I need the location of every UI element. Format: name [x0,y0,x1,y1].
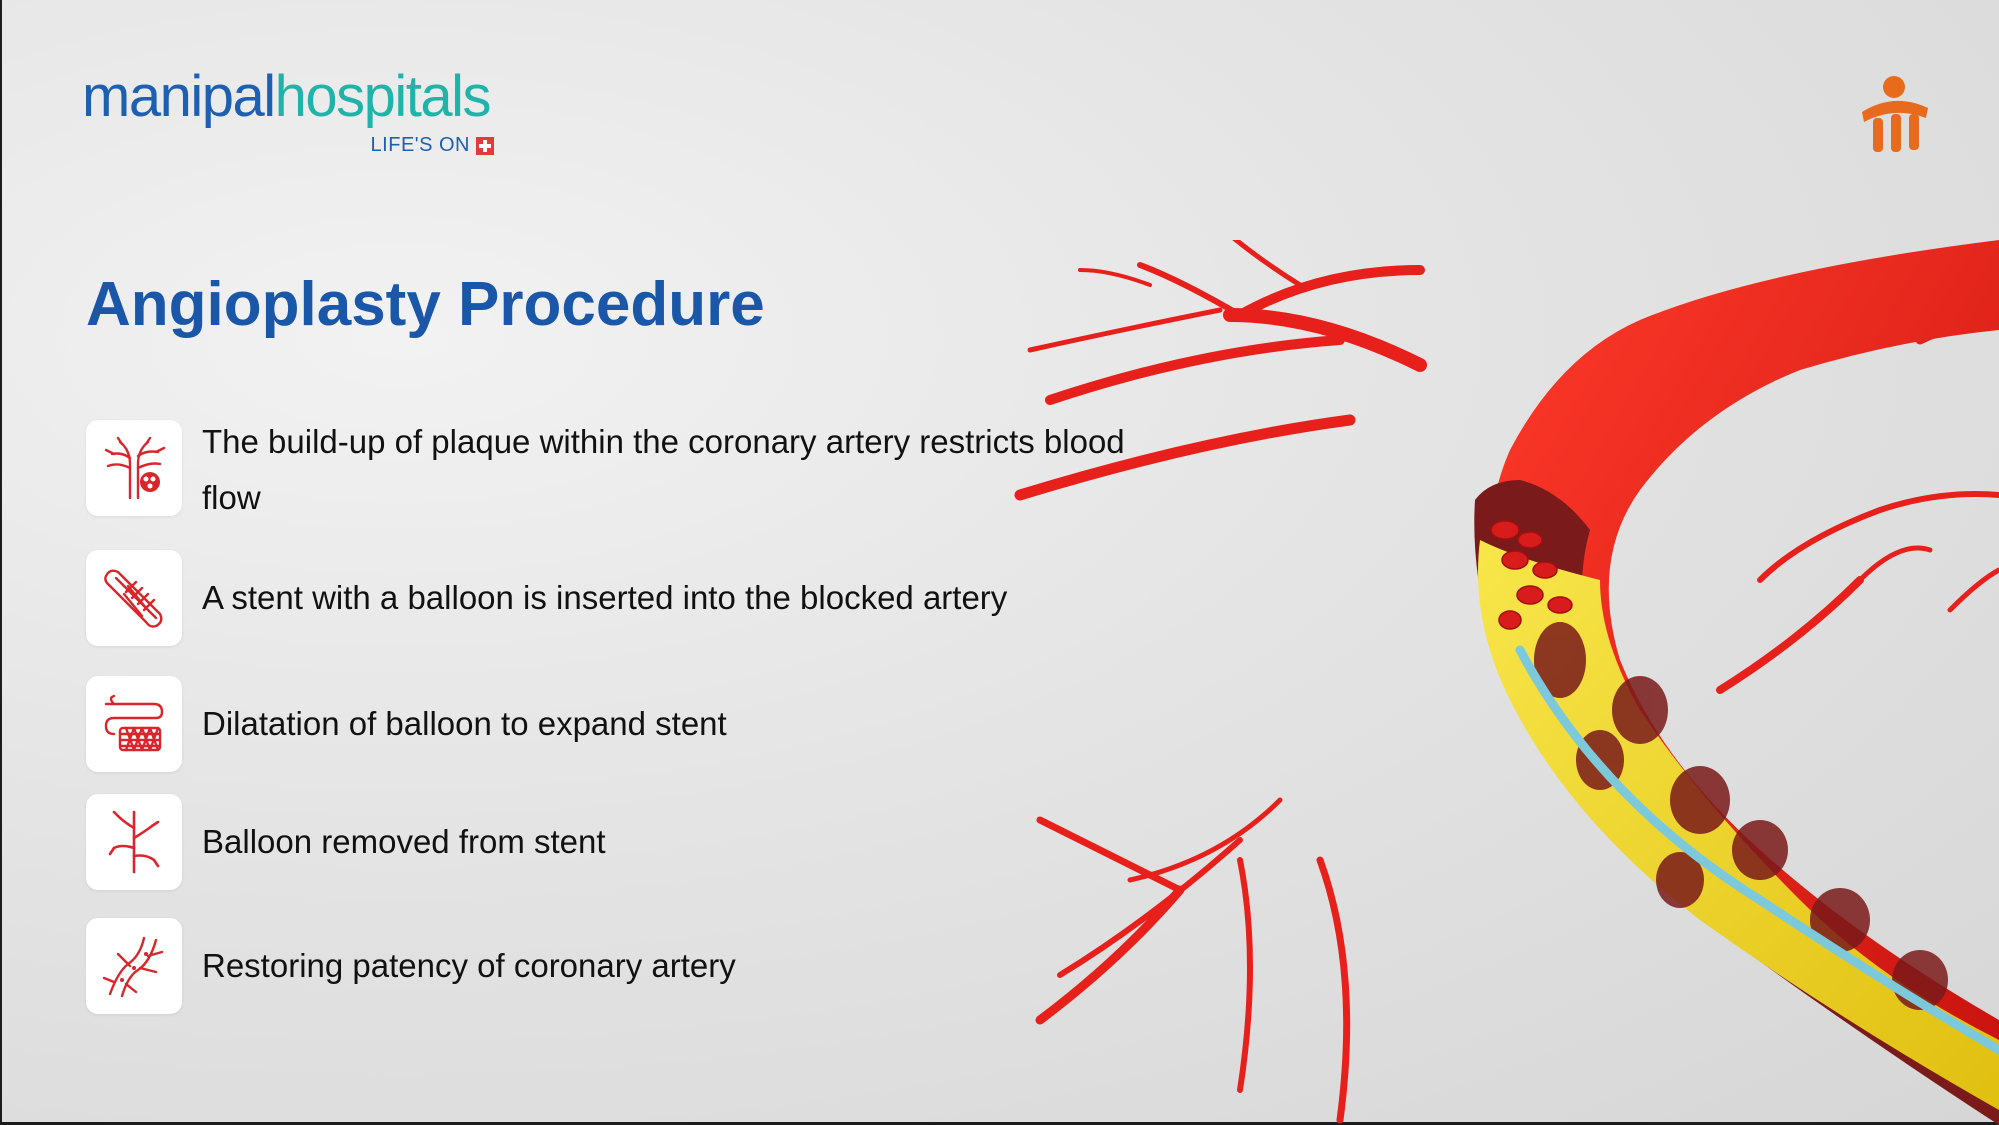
procedure-step: A stent with a balloon is inserted into … [86,550,1136,646]
tagline-text: LIFE'S ON [370,134,470,156]
step-icon-tile [86,794,182,890]
manipal-hospitals-logo: manipalhospitals LIFE'S ON [82,62,502,162]
artery-stent-illustration [1014,240,1999,1125]
step-text: Restoring patency of coronary artery [202,947,736,984]
procedure-step: Dilatation of balloon to expand stent [86,676,1136,772]
step-icon-tile [86,676,182,772]
procedure-step: Balloon removed from stent [86,794,1136,890]
logo-tagline: LIFE'S ON [371,134,494,157]
coronary-plaque-icon [104,436,166,500]
procedure-step: The build-up of plaque within the corona… [86,420,1136,516]
logo-wordmark: manipalhospitals [82,62,492,132]
step-icon-tile [86,918,182,1014]
main-artery-wall [1490,240,1999,1125]
step-text: Balloon removed from stent [202,823,606,860]
logo-word-manipal: manipal [82,64,276,129]
brand-mark-icon [1862,76,1928,152]
step-text: A stent with a balloon is inserted into … [202,579,1008,616]
step-text: Dilatation of balloon to expand stent [202,705,727,742]
restored-artery-icon [102,936,164,998]
page-title: Angioplasty Procedure [86,270,765,339]
balloon-catheter [1515,645,1999,1055]
step-icon-tile [86,550,182,646]
logo-word-hospitals: hospitals [274,64,492,129]
step-text: The build-up of plaque within the corona… [202,423,1125,516]
procedure-step: Restoring patency of coronary artery [86,918,1136,1014]
medical-plus-icon [476,136,494,155]
balloon-removal-icon [108,810,160,874]
step-icon-tile [86,420,182,516]
stent-mesh [1534,622,1948,1010]
balloon-dilatation-icon [104,694,164,752]
artery-branches [1014,240,1999,1124]
stent-balloon-icon [104,569,163,628]
red-blood-cells [1490,520,1573,630]
